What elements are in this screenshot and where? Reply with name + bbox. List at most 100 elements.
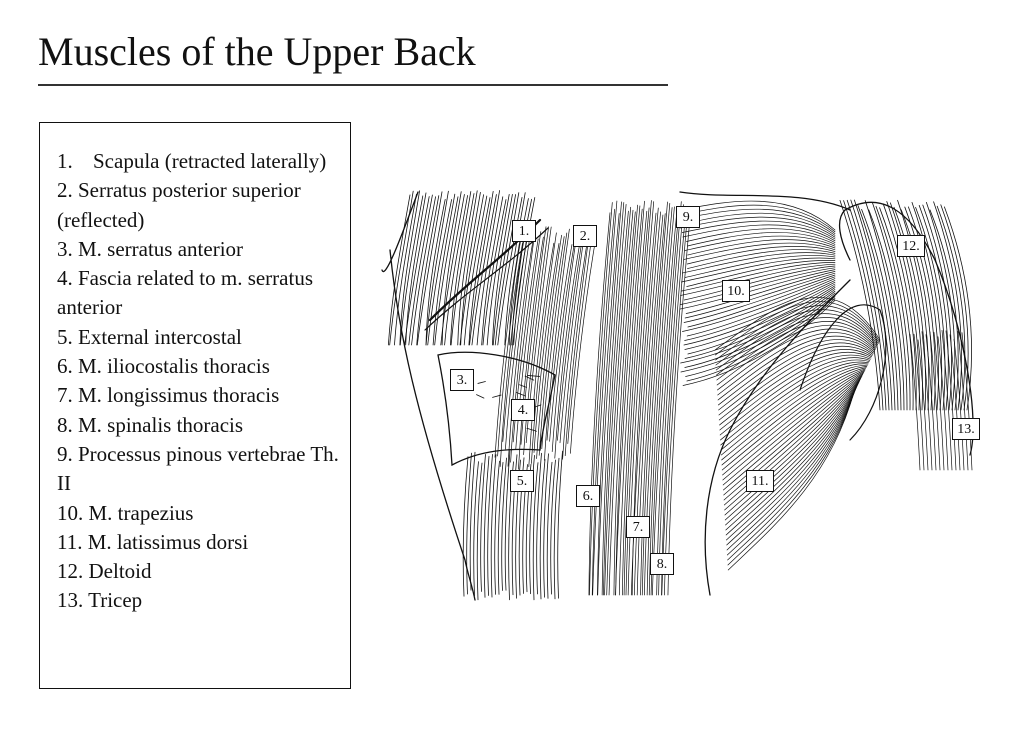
fiber-line (897, 199, 930, 411)
fiber-line (603, 204, 627, 596)
fiber-line (725, 382, 859, 531)
fiber-line (929, 209, 959, 411)
fiber-line (921, 331, 933, 471)
fiber-line (945, 330, 957, 471)
fascia-mark (526, 427, 537, 432)
fiber-line (721, 368, 866, 471)
fiber-line (721, 366, 868, 461)
fiber-line (681, 257, 836, 283)
fiber-line (679, 269, 836, 310)
fiber-line (466, 452, 472, 595)
legend-item-text: 9. Processus pinous vertebrae Th. II (57, 441, 339, 496)
fiber-line (650, 206, 675, 596)
fiber-line (450, 193, 475, 346)
fiber-line (682, 278, 836, 332)
fiber-line (717, 339, 874, 406)
fiber-line (502, 229, 529, 442)
fiber-line (536, 234, 562, 459)
fiber-line (724, 379, 861, 516)
legend-item: 11. M. latissimus dorsi (57, 528, 350, 557)
legend-item-text: 5. External intercostal (57, 324, 242, 349)
fiber-line (720, 359, 870, 441)
fiber-line (717, 328, 876, 391)
fiber-line (717, 335, 875, 401)
fiber-line (589, 202, 613, 596)
fiber-line (511, 454, 518, 596)
fiber-line (450, 191, 472, 346)
fiber-line (468, 197, 491, 346)
fiber-line (719, 352, 872, 426)
fiber-line (904, 206, 936, 411)
fiber-line (724, 380, 860, 521)
fiber-line (941, 329, 953, 471)
fiber-line (532, 462, 539, 601)
fiber-line (543, 453, 549, 598)
legend-item-text: 4. Fascia related to m. serratus anterio… (57, 266, 313, 320)
fiber-line (716, 321, 877, 381)
legend-item-text: 3. M. serratus anterior (57, 236, 244, 261)
fiber-line (850, 199, 890, 411)
legend-item-number: 1. (57, 149, 73, 173)
fascia-patch (437, 351, 556, 467)
fiber-line (601, 202, 625, 596)
fiber-line (533, 243, 560, 453)
fiber-line (909, 334, 921, 471)
fiber-line (857, 205, 896, 411)
fiber-line (882, 203, 917, 411)
fiber-line (686, 228, 836, 243)
fiber-line (507, 240, 534, 467)
fiber-line (627, 200, 652, 596)
fiber-line (686, 260, 836, 287)
fiber-line (925, 334, 937, 471)
fiber-line (683, 274, 836, 323)
fiber-line (523, 226, 549, 456)
fiber-line (538, 236, 565, 456)
fiber-line (588, 212, 611, 596)
fiber-line (658, 201, 682, 596)
legend-item-text: 11. M. latissimus dorsi (57, 529, 249, 554)
fascia-mark (477, 381, 486, 384)
fiber-line (961, 332, 973, 471)
fiber-line (682, 299, 836, 386)
figure-label: 8. (650, 553, 674, 575)
fiber-line (636, 211, 661, 596)
legend-item: 9. Processus pinous vertebrae Th. II (57, 440, 350, 499)
fiber-line (875, 205, 911, 411)
fiber-line (505, 232, 531, 450)
fiber-line (623, 210, 648, 596)
fiber-line (911, 201, 943, 411)
legend-box: 1.Scapula (retracted laterally)2. Serrat… (39, 122, 351, 689)
fiber-line (944, 206, 972, 411)
fiber-line (469, 190, 494, 346)
fiber-line (462, 456, 469, 597)
scapula-bump (799, 304, 887, 441)
fiber-line (721, 367, 867, 466)
legend-item-text: 2. Serratus posterior superior (reflecte… (57, 178, 301, 232)
fascia-mark (524, 375, 535, 381)
fiber-line (684, 235, 836, 251)
fiber-line (715, 309, 879, 366)
fiber-line (725, 384, 859, 536)
fiber-line (425, 190, 449, 346)
fiber-line (497, 461, 504, 595)
fiber-line (684, 255, 836, 278)
legend-item-text: 6. M. iliocostalis thoracis (57, 354, 270, 379)
fiber-line (444, 195, 468, 346)
fiber-line (913, 333, 925, 471)
fiber-line (476, 190, 500, 346)
fiber-line (726, 386, 857, 546)
fiber-line (473, 461, 479, 597)
fiber-line (683, 242, 836, 260)
fiber-line (476, 462, 483, 601)
figure-label: 9. (676, 206, 700, 228)
figure-label: 7. (626, 516, 650, 538)
fiber-line (843, 200, 884, 411)
fiber-line (457, 190, 478, 346)
fiber-line (686, 280, 836, 337)
fiber-line (550, 459, 556, 595)
fiber-line (663, 205, 689, 596)
fascia-mark (519, 384, 527, 388)
figure-label: 13. (952, 418, 980, 440)
fiber-line (680, 263, 836, 296)
fiber-line (633, 207, 659, 596)
